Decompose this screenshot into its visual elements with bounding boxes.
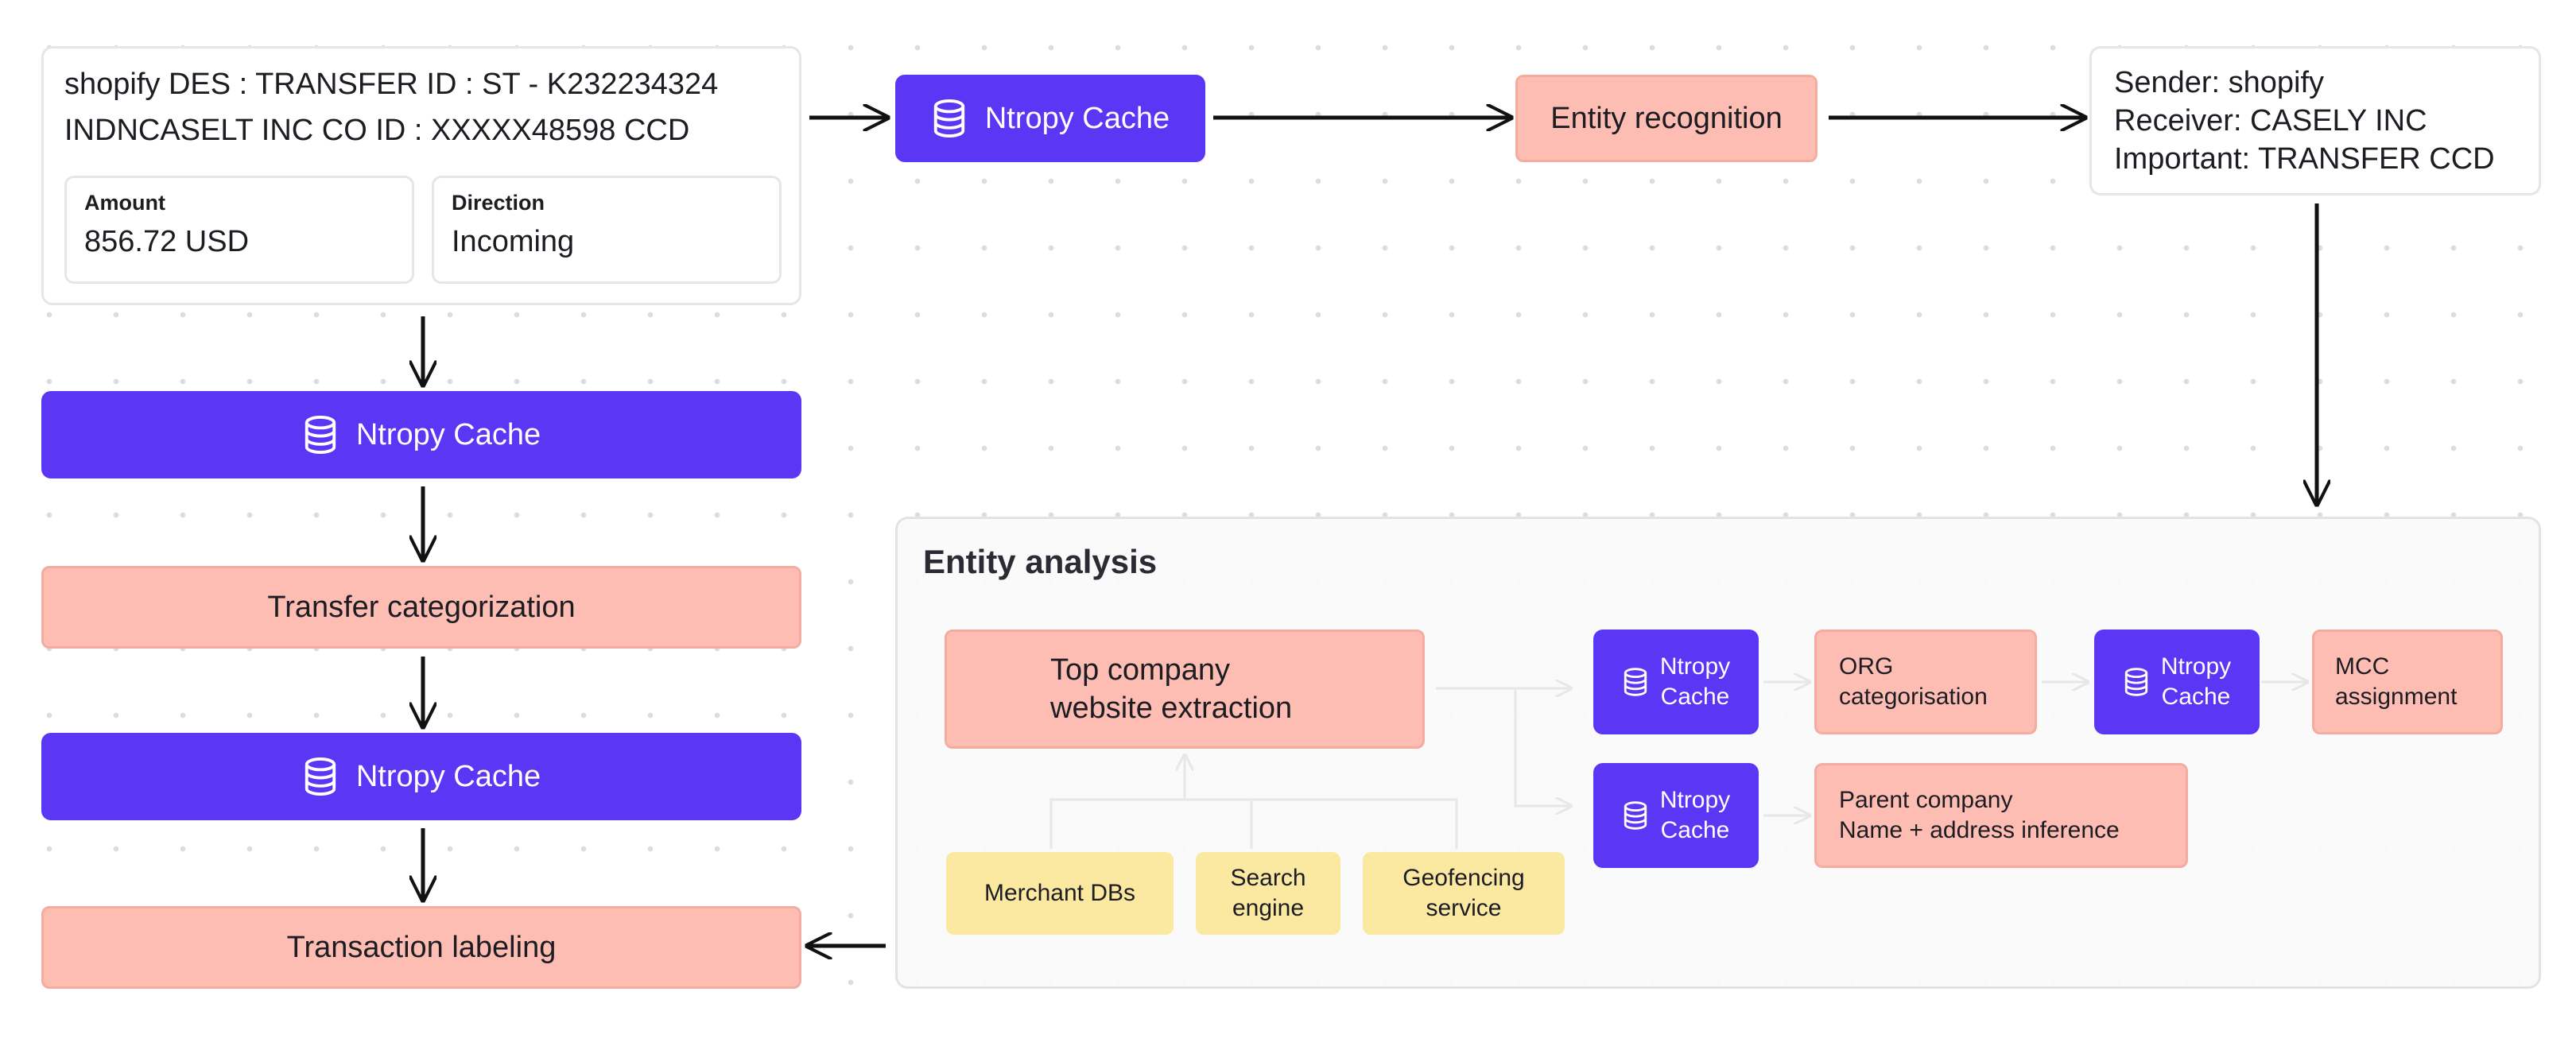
database-icon [1622, 800, 1649, 831]
direction-value: Incoming [452, 225, 575, 258]
mcc-assignment-step: MCC assignment [2312, 630, 2503, 734]
merchant-dbs-label: Merchant DBs [983, 880, 1136, 906]
merchant-dbs-source: Merchant DBs [946, 852, 1174, 935]
transfer-categorization-step: Transfer categorization [41, 566, 801, 649]
amount-label: Amount [84, 191, 165, 215]
sender-text: Sender: shopify [2114, 66, 2325, 99]
top-ntropy-cache: Ntropy Cache [895, 75, 1205, 162]
geofencing-label: Geofencing service [1402, 865, 1525, 921]
org-categorisation-label: ORG categorisation [1839, 653, 1988, 710]
entity-recognition-step: Entity recognition [1515, 75, 1818, 162]
mcc-assignment-label: MCC assignment [2335, 653, 2458, 710]
entity-analysis-title: Entity analysis [923, 543, 1158, 580]
search-engine-label: Search engine [1230, 865, 1306, 921]
transaction-labeling-step: Transaction labeling [41, 906, 801, 989]
transaction-input-card: shopify DES : TRANSFER ID : ST - K232234… [41, 46, 801, 305]
transaction-description-line1: shopify DES : TRANSFER ID : ST - K232234… [64, 68, 719, 101]
entity-ntropy-cache-a: Ntropy Cache [1593, 630, 1759, 734]
amount-value: 856.72 USD [84, 225, 250, 258]
transaction-labeling-label: Transaction labeling [286, 930, 557, 964]
org-categorisation-step: ORG categorisation [1814, 630, 2037, 734]
database-icon [302, 415, 339, 455]
important-text: Important: TRANSFER CCD [2114, 142, 2495, 176]
left-ntropy-cache-1: Ntropy Cache [41, 391, 801, 478]
entity-ntropy-cache-c: Ntropy Cache [1593, 763, 1759, 868]
geofencing-source: Geofencing service [1363, 852, 1565, 935]
transaction-description-line2: INDNCASELT INC CO ID : XXXXX48598 CCD [64, 114, 690, 147]
entity-result-card: Sender: shopify Receiver: CASELY INC Imp… [2089, 46, 2541, 196]
database-icon [931, 99, 968, 138]
database-icon [1622, 667, 1649, 697]
parent-company-label: Parent company Name + address inference [1839, 787, 2120, 843]
cache-label: Ntropy Cache [1659, 787, 1731, 843]
cache-label: Ntropy Cache [984, 101, 1170, 135]
transfer-categorization-label: Transfer categorization [267, 590, 576, 624]
cache-label: Ntropy Cache [1659, 653, 1731, 710]
entity-recognition-label: Entity recognition [1550, 101, 1783, 135]
receiver-text: Receiver: CASELY INC [2114, 104, 2427, 138]
left-ntropy-cache-2: Ntropy Cache [41, 733, 801, 820]
direction-label: Direction [452, 191, 545, 215]
website-extraction-label: Top company website extraction [1050, 653, 1293, 725]
cache-label: Ntropy Cache [355, 417, 541, 451]
database-icon [2123, 667, 2150, 697]
cache-label: Ntropy Cache [2160, 653, 2232, 710]
amount-field: Amount 856.72 USD [64, 176, 414, 284]
website-extraction-step: Top company website extraction [945, 630, 1425, 749]
parent-company-step: Parent company Name + address inference [1814, 763, 2188, 868]
cache-label: Ntropy Cache [355, 759, 541, 793]
database-icon [302, 757, 339, 796]
entity-ntropy-cache-b: Ntropy Cache [2094, 630, 2260, 734]
direction-field: Direction Incoming [432, 176, 782, 284]
search-engine-source: Search engine [1196, 852, 1340, 935]
